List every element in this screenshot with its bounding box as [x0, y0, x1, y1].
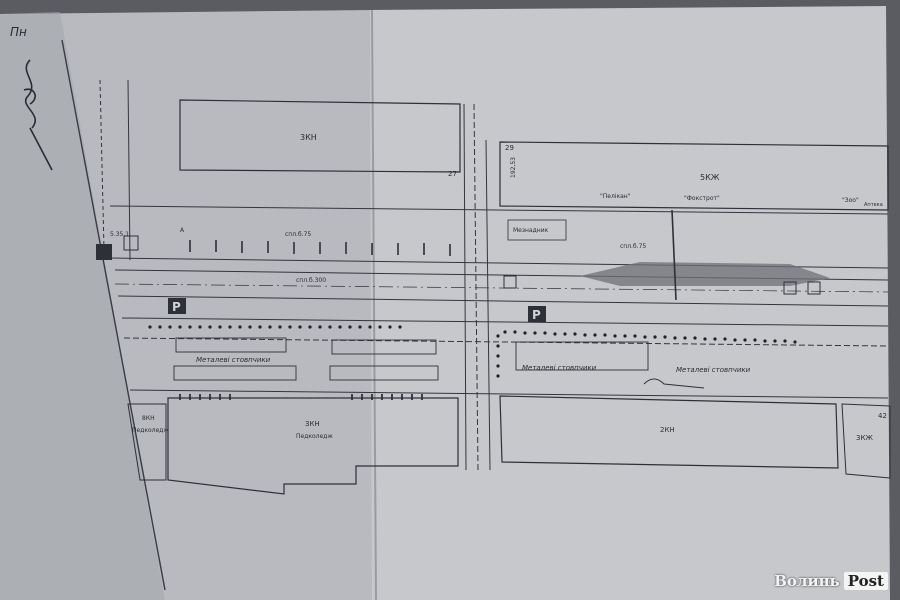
building-bottom-far-right-label: 3КЖ	[856, 434, 873, 442]
bollard-dots-vertical	[496, 334, 500, 378]
watermark-part1: Волинь	[774, 572, 840, 590]
paper-fold	[371, 9, 377, 600]
building-number-27: 27	[448, 170, 457, 178]
height-mark: 192,53	[510, 157, 517, 178]
watermark-logo: Волинь Post	[774, 572, 888, 590]
parking-bays	[173, 337, 649, 381]
stop-marker-a	[783, 281, 797, 295]
building-top-right	[499, 141, 889, 211]
margin-shadow	[0, 12, 165, 600]
north-label: Пн	[10, 25, 27, 39]
building-number-29: 29	[505, 144, 514, 152]
building-bottom-center-label: 3КН	[305, 420, 320, 428]
road-ref-1: спл.б.75	[285, 231, 311, 238]
shop-mezhadnyk: Мезнадник	[513, 227, 549, 234]
building-bottom-center	[167, 397, 459, 495]
shop-zoo: "Зоо"	[842, 197, 859, 204]
parking-sign-right-icon	[528, 306, 546, 322]
bollards-label-left: Металеві стовпчики	[196, 356, 271, 364]
crosswalk-icon	[96, 244, 112, 260]
building-bottom-far-right	[841, 403, 891, 479]
crosswalk-sign-icon	[123, 235, 139, 251]
shop-apteka: Аптека	[864, 202, 883, 208]
bollard-dots-left	[148, 325, 402, 329]
building-top-left-label: 3КН	[300, 133, 317, 142]
building-bottom-left-label: 8КН	[142, 415, 155, 422]
kiosk-box	[507, 219, 567, 241]
building-top-right-label: 5КЖ	[700, 173, 720, 182]
parking-sign-left-icon	[168, 298, 186, 314]
tree-row-top	[189, 240, 451, 256]
building-number-42: 42	[878, 412, 887, 420]
building-top-left	[179, 99, 461, 173]
building-bottom-right-label: 2КН	[660, 426, 675, 434]
hatched-canopy	[580, 262, 830, 286]
road-ref-3: спл.б.300	[296, 277, 326, 284]
bollards-label-right-1: Металеві стовпчики	[522, 364, 597, 372]
parking-sign-right: P	[532, 308, 541, 322]
window-ticks	[179, 394, 423, 400]
watermark-part2: Post	[843, 572, 888, 590]
road-marking-left: 5.35.1	[110, 231, 129, 238]
parking-sign-left: P	[172, 300, 181, 314]
street-lines	[99, 79, 889, 471]
shop-foxtrot: "Фокстрот"	[684, 195, 720, 202]
bollards-label-right-2: Металеві стовпчики	[676, 366, 751, 374]
building-bottom-center-sub: Педколедж	[296, 433, 333, 440]
stop-marker-c	[503, 275, 517, 289]
plan-border-line	[61, 39, 166, 591]
road-ref-2: спл.б.75	[620, 243, 646, 250]
shop-pelikan: "Пелікан"	[600, 193, 631, 200]
north-arrow-icon	[23, 59, 53, 171]
building-arch	[643, 378, 705, 389]
building-bottom-right	[499, 395, 839, 469]
building-bottom-left	[127, 403, 167, 481]
stop-marker-b	[807, 281, 821, 295]
bollard-dots-right	[503, 330, 797, 344]
building-bottom-left-sub: Педколедж	[132, 427, 169, 434]
zone-a-label: A	[180, 227, 185, 234]
divider-line	[671, 209, 677, 301]
